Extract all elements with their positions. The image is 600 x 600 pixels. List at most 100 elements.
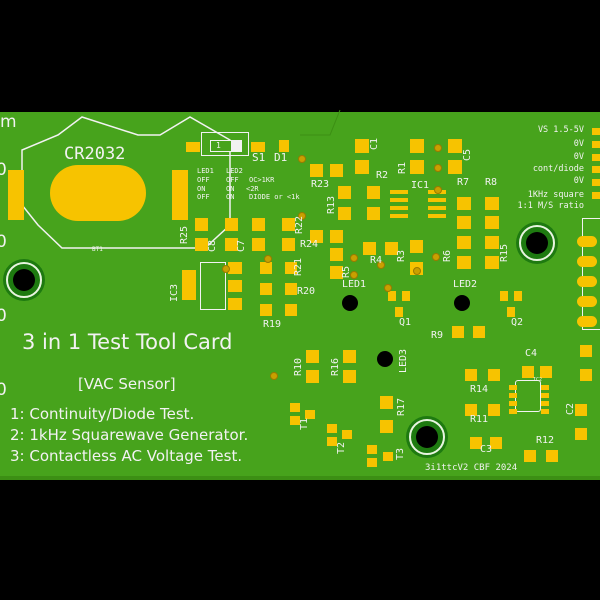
smd-pad [490, 437, 502, 449]
smd-pad [228, 298, 242, 310]
smd-pad [575, 404, 587, 416]
smd-pad [580, 369, 592, 381]
smd-pad [343, 370, 356, 383]
led-table-cell: ON [226, 185, 235, 193]
smd-pad [367, 445, 377, 454]
smd-pad [507, 307, 515, 317]
designator-ic1: IC1 [411, 180, 430, 191]
smd-pad [355, 160, 369, 174]
designator-r10: R10 [293, 357, 304, 376]
smd-pad [592, 154, 600, 161]
smd-pad [546, 450, 558, 462]
smd-pad [485, 216, 499, 229]
smd-pad [402, 291, 410, 301]
led-table-cell: OFF [197, 193, 210, 201]
designator-r21: R21 [293, 257, 304, 276]
smd-pad [509, 409, 517, 414]
smd-pad [290, 416, 300, 425]
designator-r6: R6 [442, 249, 453, 262]
via [434, 164, 442, 172]
designator-r25: R25 [179, 225, 190, 244]
led-table-cell: ON [197, 185, 206, 193]
designator-r7: R7 [457, 177, 470, 188]
smd-pad [457, 197, 471, 210]
designator-r22: R22 [294, 215, 305, 234]
header-pin-label: 1:1 M/S ratio [517, 201, 584, 211]
designator-r14: R14 [470, 384, 489, 395]
mounting-hole [406, 416, 448, 458]
smd-pad [485, 236, 499, 249]
smd-pad [457, 216, 471, 229]
mounting-hole [3, 259, 45, 301]
smd-pad [330, 164, 343, 177]
header-pin-pad [577, 316, 597, 327]
smd-pad [260, 262, 272, 274]
led-table-cell: OFF [197, 176, 210, 184]
battery-label: CR2032 [64, 144, 126, 164]
smd-pad [448, 160, 462, 174]
smd-pad [285, 283, 297, 295]
smd-pad [575, 428, 587, 440]
designator-r23: R23 [311, 179, 330, 190]
smd-pad [380, 396, 393, 409]
led2-body [454, 295, 470, 311]
designator-r19: R19 [263, 319, 282, 330]
via [298, 212, 306, 220]
designator-r2: R2 [376, 170, 389, 181]
designator-r13: R13 [326, 195, 337, 214]
smd-pad [305, 410, 315, 419]
via [350, 254, 358, 262]
smd-pad [473, 326, 485, 338]
smd-pad [448, 139, 462, 153]
designator-d1: D1 [274, 151, 288, 164]
cutoff-text: 0 [0, 380, 7, 400]
smd-pad [428, 206, 446, 210]
smd-pad [428, 214, 446, 218]
via [298, 155, 306, 163]
smd-pad [383, 452, 393, 461]
designator-r11: R11 [470, 414, 489, 425]
led-table-cell: DIODE or <1k [249, 193, 300, 201]
header-pin-label: 1KHz square [527, 190, 584, 200]
feature-2: 2: 1kHz Squarewave Generator. [10, 426, 249, 444]
smd-pad [186, 142, 200, 152]
smd-pad [330, 230, 343, 243]
cutoff-text: 0 [0, 306, 7, 326]
smd-pad [282, 238, 295, 251]
version-label: 3i1ttcV2 CBF 2024 [425, 463, 518, 473]
smd-pad [338, 207, 351, 220]
smd-pad [580, 345, 592, 357]
designator-r8: R8 [485, 177, 498, 188]
smd-pad [541, 393, 549, 398]
smd-pad [260, 304, 272, 316]
designator-led1: LED1 [342, 279, 367, 290]
via [264, 255, 272, 263]
designator-r20: R20 [297, 286, 316, 297]
smd-pad [541, 409, 549, 414]
header-pin-pad [577, 236, 597, 247]
smd-pad [457, 256, 471, 269]
header-pin-label: cont/diode [532, 164, 584, 174]
battery-contact-pad [50, 165, 146, 221]
led1-body [342, 295, 358, 311]
smd-pad [485, 256, 499, 269]
smd-pad [279, 140, 289, 152]
smd-pad [390, 214, 408, 218]
smd-pad [541, 385, 549, 390]
led-table-header: LED1 [197, 167, 214, 175]
designator-r24: R24 [300, 239, 319, 250]
via [434, 144, 442, 152]
smd-pad [310, 230, 323, 243]
designator-c3: C3 [480, 444, 493, 455]
smd-pad [285, 304, 297, 316]
designator-r4: R4 [370, 255, 383, 266]
smd-pad [465, 369, 477, 381]
smd-pad [500, 291, 508, 301]
designator-r3: R3 [396, 249, 407, 262]
designator-t2: T2 [336, 441, 347, 454]
designator-r12: R12 [536, 435, 555, 446]
designator-ic2: IC2 [533, 377, 543, 383]
smd-pad [390, 190, 408, 194]
switch-slider: 1 [210, 140, 242, 152]
